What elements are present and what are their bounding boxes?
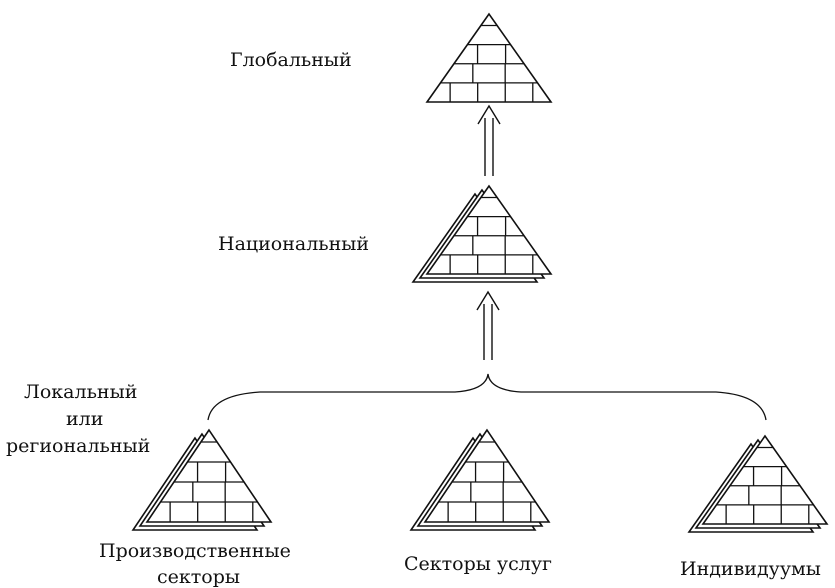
pyramid-production-sectors: [131, 428, 273, 531]
pyramid-outline: [425, 184, 553, 275]
pyramid-national: [411, 184, 553, 283]
label-services: Секторы услуг: [404, 553, 552, 575]
pyramid-outline: [701, 434, 829, 525]
pyramid-outline: [425, 12, 553, 103]
label-individuals: Индивидуумы: [680, 558, 821, 580]
pyramid-service-sectors: [409, 428, 551, 531]
label-production-line1: Производственные: [99, 540, 291, 562]
pyramid-outline: [145, 428, 273, 523]
arrow-local-to-national: [476, 290, 500, 360]
pyramid-outline: [423, 428, 551, 523]
label-global: Глобальный: [230, 49, 352, 71]
label-local-line1: Локальный: [24, 381, 137, 403]
label-national: Национальный: [218, 233, 369, 255]
arrow-national-to-global: [477, 104, 501, 176]
grouping-brace: [207, 373, 767, 421]
label-local-line2: или: [66, 408, 103, 430]
pyramid-individuals: [687, 434, 829, 533]
label-production-line2: секторы: [157, 566, 240, 588]
pyramid-global: [425, 12, 553, 103]
label-local-line3: региональный: [6, 435, 150, 457]
